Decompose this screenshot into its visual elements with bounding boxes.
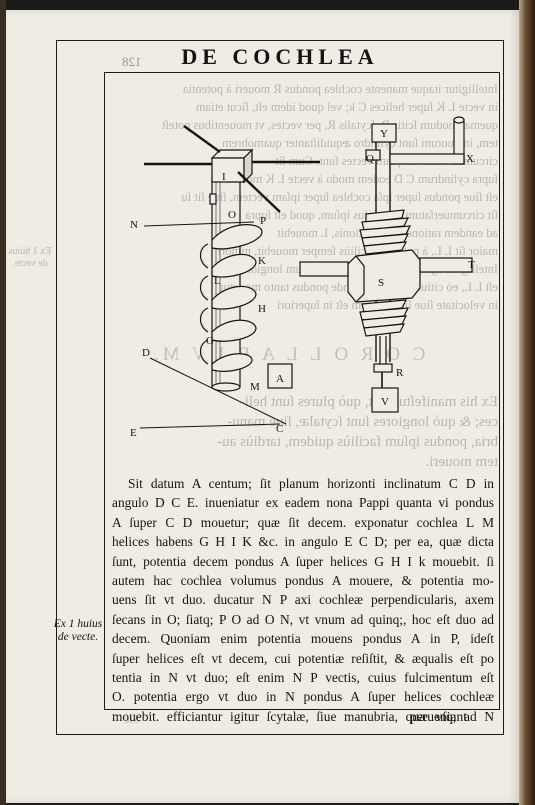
body-line: A ſuper C D mouetur; quæ ſit decem. expo…: [112, 514, 494, 530]
book-gutter-shadow: [0, 0, 6, 805]
figure-labels: I O P N K L H G M A D E C Y Q X T S R V: [130, 128, 475, 439]
body-line: ſunt, potentia decem pondus A ſuper heli…: [112, 553, 494, 569]
weight-box-a: [267, 363, 293, 389]
margin-note-line: Ex 1 huius: [53, 618, 103, 630]
body-line: angulo D C E. inueniatur ex eadem nona P…: [112, 495, 494, 511]
running-title: DE COCHLEA: [181, 44, 379, 69]
lever-np: [143, 221, 255, 227]
body-text: Sit datum A centum; ſit planum horizonti…: [112, 474, 494, 726]
body-line: autem hac cochlea volumus pondus A mouer…: [112, 573, 494, 589]
figure-label: L: [214, 275, 221, 287]
crank-handle: [365, 116, 465, 165]
page-border-inner: [104, 72, 500, 710]
figure-label: A: [276, 373, 284, 385]
margin-note-line: de vecte.: [57, 631, 99, 643]
book-fore-edge: [519, 0, 535, 805]
figure-label: D: [142, 347, 150, 359]
figure-label: N: [130, 219, 138, 231]
cochlea-figure: I O P N K L H G M A D E C Y Q X T S R V: [130, 116, 475, 439]
figure-label: S: [378, 277, 384, 289]
figure-label: H: [258, 303, 266, 315]
screw-thread-upper: [359, 209, 412, 255]
body-line: O. potentia ergo vt duo in N pondus A ſu…: [112, 689, 494, 705]
screw-shaft-left: [211, 177, 241, 387]
figure-label: K: [258, 255, 266, 267]
body-line: tentia in N vt duo; eſt enim N P vectis,…: [112, 670, 494, 686]
body-line: Sit datum A centum; ſit planum horizonti…: [128, 476, 494, 491]
body-line: helices habens G H I K &c. in angulo E C…: [112, 534, 494, 550]
screw-head-side: [243, 148, 253, 184]
inclined-plane: [139, 357, 287, 429]
figure-label: P: [260, 215, 266, 227]
weight-box-v: [371, 387, 399, 413]
top-box-y: [371, 123, 397, 143]
page-border-outer: [56, 40, 504, 735]
screw-handles-left: [144, 125, 320, 213]
screw-base-left: [211, 382, 241, 392]
figure-label: O: [228, 209, 236, 221]
figure-label: V: [381, 396, 389, 408]
figure-label: M: [250, 381, 260, 393]
body-line: uens ſit vt duo. ducatur N P axi cochleæ…: [112, 592, 494, 608]
figure-label: T: [468, 259, 475, 271]
body-line: ſecans in O; ſiatq; P O ad O N, vt vnum …: [112, 611, 494, 627]
book-page: [6, 10, 519, 803]
body-line: ſuper helices eſt vt decem, cui potentiæ…: [112, 650, 494, 666]
screw-thread-lower: [359, 299, 410, 337]
screw-head-front: [211, 157, 245, 183]
catchword: perueniant: [410, 709, 467, 724]
screw-helix-left: [199, 224, 263, 372]
figure-label: Y: [380, 128, 388, 140]
body-line: mouebit. efficiantur igitur ſcytalæ, ſiu…: [112, 708, 494, 724]
nut-box: [299, 249, 473, 303]
figure-label: Q: [366, 153, 374, 165]
figure-label: X: [466, 153, 474, 165]
figure-label: R: [396, 367, 404, 379]
margin-note: Ex 1 huius de vecte.: [52, 618, 104, 644]
figure-label: G: [206, 335, 214, 347]
body-line: decem. Quoniam enim potentia mouens pond…: [112, 631, 494, 647]
figure-label: I: [222, 171, 226, 183]
figure-label: C: [276, 423, 283, 435]
bleed-through-margin-note: Ex 1 huius de vecte.: [8, 246, 52, 269]
figure-label: E: [130, 427, 137, 439]
